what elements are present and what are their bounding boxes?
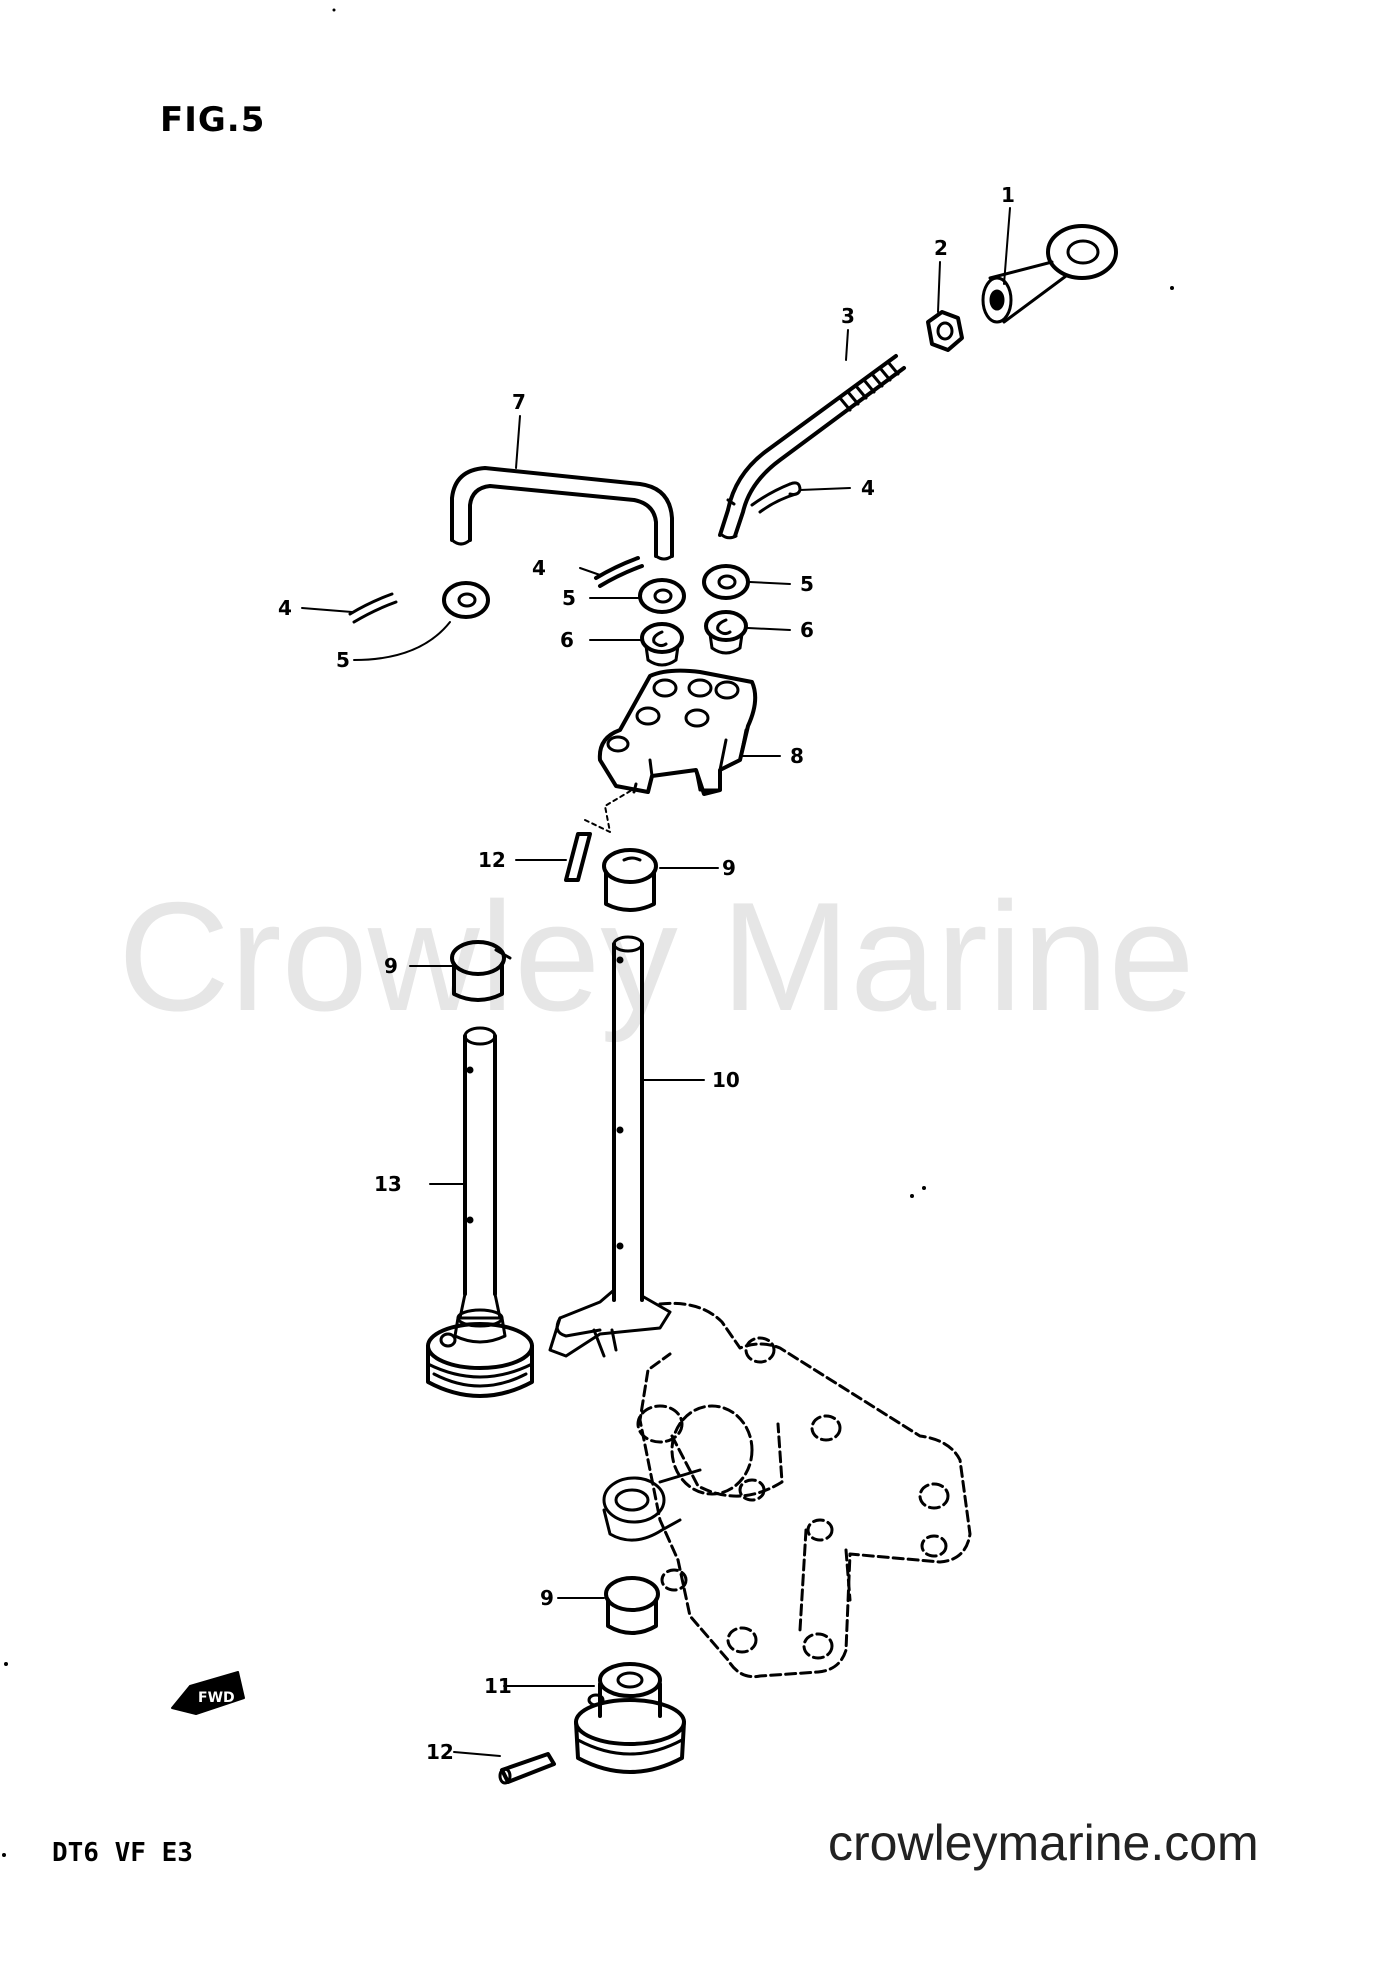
part-9-bushing-left [450, 940, 512, 1002]
part-10-shift-rod [548, 935, 672, 1358]
part-6-bushing-right [704, 610, 748, 655]
callout-6-middle: 6 [560, 628, 574, 652]
callout-9-lower: 9 [540, 1586, 554, 1610]
callout-4-left: 4 [278, 596, 292, 620]
part-3-threaded-rod [718, 354, 906, 540]
part-5-washer-left [442, 581, 490, 619]
callout-8: 8 [790, 744, 804, 768]
part-9-bushing-upper [602, 848, 658, 912]
callout-12-lower: 12 [426, 1740, 454, 1764]
callout-1: 1 [1001, 183, 1015, 207]
callout-10: 10 [712, 1068, 740, 1092]
part-13-clutch-rod [426, 1026, 534, 1398]
callout-5-right: 5 [800, 572, 814, 596]
scan-specks [2, 8, 1174, 1857]
callout-9-left: 9 [384, 954, 398, 978]
part-4-split-pin-right [750, 481, 802, 514]
callout-5-left: 5 [336, 648, 350, 672]
callout-4-right: 4 [861, 476, 875, 500]
site-url: crowleymarine.com [828, 1815, 1259, 1871]
part-12-pin-lower [498, 1752, 556, 1785]
housing-lower-lever [602, 1468, 702, 1542]
callout-9-upper: 9 [722, 856, 736, 880]
part-4-split-pin-left [348, 592, 398, 624]
part-4-split-pin-middle [594, 556, 644, 588]
part-6-bushing-middle [640, 622, 684, 667]
figure-title: FIG.5 [160, 100, 266, 140]
callout-6-right: 6 [800, 618, 814, 642]
part-12-pin-upper [564, 789, 633, 882]
shift-housing [636, 1301, 972, 1679]
callout-7: 7 [512, 390, 526, 414]
part-11-clutch-cam [574, 1662, 686, 1774]
callout-11: 11 [484, 1674, 512, 1698]
part-9-bushing-lower [604, 1576, 660, 1635]
part-5-washer-middle [638, 578, 686, 614]
callout-2: 2 [934, 236, 948, 260]
fwd-arrow-icon: FWD [171, 1671, 245, 1715]
leader-lines [301, 207, 1011, 1757]
watermark-text: Crowley Marine [118, 870, 1195, 1043]
part-8-lever-bracket [597, 668, 758, 796]
callout-13: 13 [374, 1172, 402, 1196]
part-7-u-link [450, 466, 674, 561]
part-5-washer-right [702, 564, 750, 600]
callout-4-middle: 4 [532, 556, 546, 580]
callout-12-upper: 12 [478, 848, 506, 872]
callout-3: 3 [841, 304, 855, 328]
part-1-rod-end [981, 224, 1118, 324]
model-code: DT6 VF E3 [52, 1838, 193, 1868]
part-2-nut [926, 310, 964, 352]
fwd-label: FWD [198, 1690, 235, 1706]
callout-5-middle: 5 [562, 586, 576, 610]
